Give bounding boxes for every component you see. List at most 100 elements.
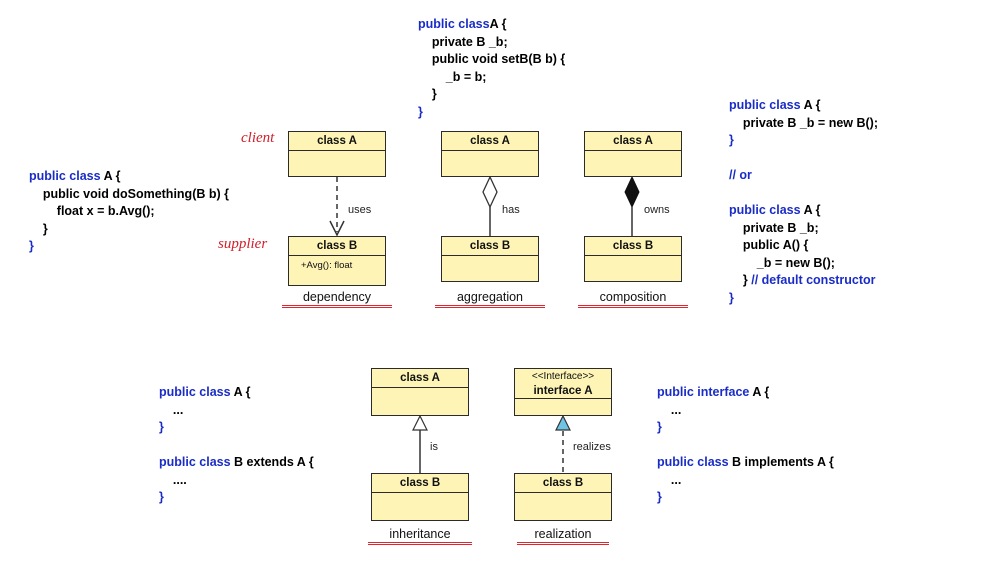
realization-caption: realization: [517, 527, 609, 545]
code-comment: // default constructor: [751, 273, 876, 287]
code-line: public class A {: [159, 384, 314, 402]
class-name: class B: [372, 474, 468, 493]
code-text: ...: [657, 472, 682, 487]
code-keyword: }: [657, 490, 662, 504]
code-line: float x = b.Avg();: [29, 203, 229, 221]
code-line: }: [657, 489, 834, 507]
inheritance-class-b: class B: [371, 473, 469, 521]
code-keyword: public class: [418, 17, 490, 31]
code-text: }: [29, 221, 48, 236]
class-name: class B: [585, 237, 681, 256]
class-name: class A: [372, 369, 468, 388]
realization-triangle: [555, 414, 571, 431]
code-line: public A() {: [729, 237, 878, 255]
code-text: A {: [489, 17, 507, 31]
dependency-class-a: class A: [288, 131, 386, 177]
code-line: }: [657, 419, 834, 437]
inheritance-class-a: class A: [371, 368, 469, 416]
composition-code: public class A { private B _b = new B();…: [729, 97, 878, 307]
client-label: client: [241, 130, 275, 146]
code-text: ....: [159, 472, 187, 487]
code-keyword: public class: [657, 455, 729, 469]
code-text: }: [418, 87, 437, 101]
code-text: private B _b;: [418, 34, 508, 49]
code-text: }: [729, 273, 752, 287]
code-line: public class B implements A {: [657, 454, 834, 472]
code-text: public A() {: [729, 238, 809, 252]
owns-label: owns: [644, 204, 670, 216]
composition-class-a: class A: [584, 131, 682, 177]
code-text: A {: [749, 385, 770, 399]
code-line: ....: [159, 472, 314, 490]
code-keyword: }: [729, 133, 734, 147]
class-name: class B: [289, 237, 385, 256]
realization-code: public interface A { ...} public class B…: [657, 384, 834, 507]
composition-diamond: [624, 175, 640, 209]
code-keyword: public class: [159, 455, 231, 469]
composition-caption: composition: [578, 290, 688, 308]
inheritance-triangle: [412, 414, 428, 431]
code-keyword: }: [159, 490, 164, 504]
aggregation-class-a: class A: [441, 131, 539, 177]
dependency-code: public class A { public void doSomething…: [29, 168, 229, 256]
realization-interface-a: <<Interface>> interface A: [514, 368, 612, 416]
realization-class-b: class B: [514, 473, 612, 521]
aggregation-class-b: class B: [441, 236, 539, 282]
code-line: private B _b;: [418, 34, 565, 52]
code-line: ...: [657, 472, 834, 490]
dependency-arrowhead: [329, 220, 345, 237]
code-keyword: // or: [729, 168, 752, 182]
code-line: public class A {: [29, 168, 229, 186]
code-line: private B _b;: [729, 220, 878, 238]
code-text: public void setB(B b) {: [418, 52, 566, 66]
code-text: ...: [657, 402, 682, 417]
code-text: A {: [230, 385, 251, 399]
code-keyword: }: [418, 104, 423, 119]
interface-header: <<Interface>> interface A: [515, 369, 611, 399]
code-line: }: [729, 132, 878, 150]
code-line: } // default constructor: [729, 272, 878, 290]
code-keyword: public class: [29, 169, 101, 183]
code-line: public class A {: [729, 202, 878, 220]
class-name: class A: [442, 132, 538, 151]
supplier-label: supplier: [218, 236, 268, 252]
composition-class-b: class B: [584, 236, 682, 282]
code-line: }: [159, 489, 314, 507]
code-line: public interface A {: [657, 384, 834, 402]
code-line: public class B extends A {: [159, 454, 314, 472]
interface-name: interface A: [533, 385, 593, 397]
code-line: ...: [159, 402, 314, 420]
code-keyword: public interface: [657, 385, 750, 399]
code-text: A {: [100, 169, 121, 183]
interface-stereotype: <<Interface>>: [531, 371, 595, 382]
code-line: public void setB(B b) {: [418, 51, 565, 69]
code-line: public void doSomething(B b) {: [29, 186, 229, 204]
code-text: private B _b = new B();: [729, 115, 878, 130]
code-line: }: [418, 86, 565, 104]
class-name: class A: [289, 132, 385, 151]
code-text: B implements A {: [728, 455, 834, 469]
code-text: A {: [800, 98, 821, 112]
code-text: private B _b;: [729, 220, 819, 235]
code-keyword: public class: [729, 98, 801, 112]
code-keyword: }: [159, 420, 164, 434]
code-keyword: public class: [159, 385, 231, 399]
code-text: _b = new B();: [729, 255, 835, 270]
code-line: }: [729, 290, 878, 308]
realizes-label: realizes: [573, 441, 611, 453]
method-avg: +Avg(): float: [301, 260, 353, 271]
code-text: _b = b;: [418, 69, 487, 84]
aggregation-caption: aggregation: [435, 290, 545, 308]
class-name: class B: [515, 474, 611, 493]
aggregation-code: public classA { private B _b; public voi…: [418, 16, 565, 121]
code-keyword: public class: [729, 203, 801, 217]
has-label: has: [502, 204, 520, 216]
is-label: is: [430, 441, 438, 453]
inheritance-caption: inheritance: [368, 527, 472, 545]
code-text: public void doSomething(B b) {: [29, 186, 229, 201]
code-line: }: [418, 104, 565, 122]
aggregation-diamond: [482, 175, 498, 209]
code-line: public class A {: [729, 97, 878, 115]
code-line: }: [29, 238, 229, 256]
